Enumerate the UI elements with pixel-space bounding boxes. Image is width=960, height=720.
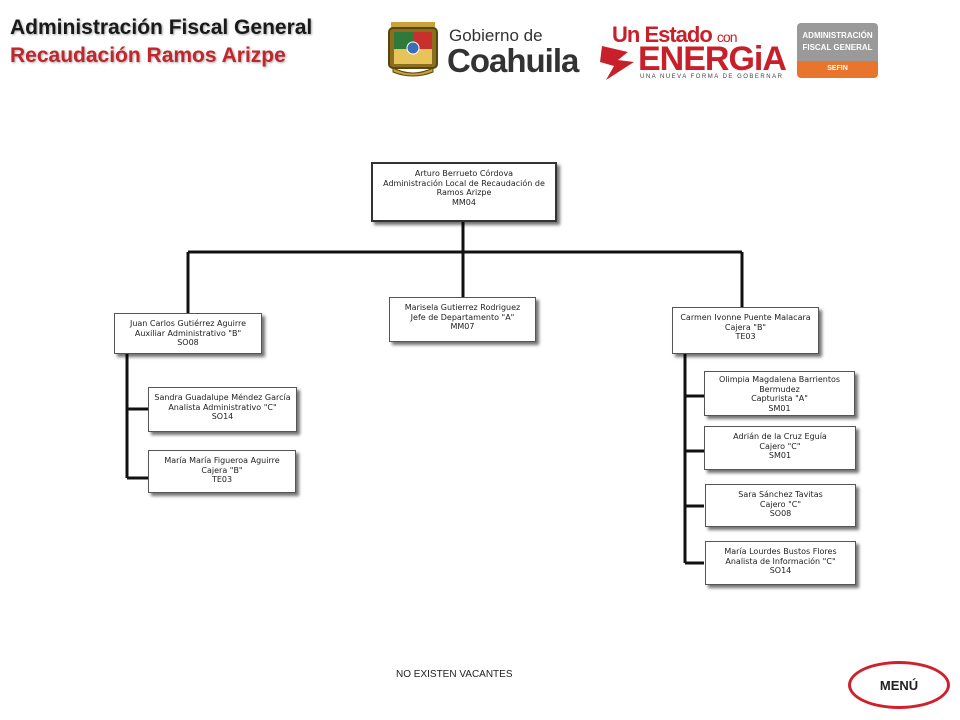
node-name: Adrián de la Cruz Eguía	[733, 432, 827, 441]
coahuila-shield-logo	[388, 22, 438, 77]
gobierno-line1: Gobierno de	[449, 26, 543, 45]
org-node-right-child: Sara Sánchez Tavitas Cajero "C" SO08	[705, 484, 856, 527]
org-node-left-child: Sandra Guadalupe Méndez García Analista …	[148, 387, 297, 432]
estado-energia-logo: Un Estado con ENERGiA UNA NUEVA FORMA DE…	[598, 22, 787, 82]
node-code: SO14	[769, 566, 792, 575]
energia-tagline: UNA NUEVA FORMA DE GOBERNAR	[640, 74, 784, 80]
node-name: Marisela Gutierrez Rodriguez	[404, 303, 521, 312]
node-role: Cajera "B"	[201, 465, 243, 475]
node-name: María María Figueroa Aguirre	[164, 456, 280, 465]
org-node-left-child: María María Figueroa Aguirre Cajera "B" …	[148, 450, 296, 493]
afg-line3: SEFIN	[827, 65, 848, 72]
menu-button[interactable]: MENÚ	[848, 661, 950, 709]
node-code: TE03	[211, 475, 233, 484]
node-code: MM04	[452, 197, 476, 207]
node-role: Auxiliar Administrativo "B"	[134, 328, 242, 338]
node-code: TE03	[735, 332, 756, 341]
node-name: Sara Sánchez Tavitas	[738, 490, 823, 499]
org-node-right-child: Olimpia Magdalena Barrientos Bermudez Ca…	[704, 371, 855, 416]
gobierno-line2: Coahuila	[447, 42, 579, 79]
org-node-center: Marisela Gutierrez Rodriguez Jefe de Dep…	[389, 297, 536, 342]
page-title: Administración Fiscal General	[10, 16, 313, 39]
node-code: SM01	[768, 403, 791, 413]
node-role: Jefe de Departamento "A"	[410, 312, 515, 322]
energia-line2: ENERGiA	[638, 40, 787, 78]
vacancies-note: NO EXISTEN VACANTES	[396, 669, 513, 680]
node-name: Carmen Ivonne Puente Malacara	[680, 313, 811, 322]
node-code: SO08	[769, 509, 792, 518]
energia-line1: Un Estado con	[612, 22, 737, 47]
node-name: Sandra Guadalupe Méndez García	[154, 393, 291, 402]
node-name: Arturo Berrueto Córdova	[414, 169, 514, 178]
afg-sefin-logo: ADMINISTRACIÓN FISCAL GENERAL SEFIN	[797, 23, 878, 78]
energia-bolt-icon	[600, 46, 634, 80]
node-role: Analista de Información "C"	[725, 556, 836, 566]
node-role: Cajero "C"	[759, 441, 801, 451]
afg-line2: FISCAL GENERAL	[802, 43, 873, 52]
node-name: Olimpia Magdalena Barrientos Bermudez	[718, 375, 841, 394]
node-name: Juan Carlos Gutiérrez Aguirre	[129, 319, 247, 328]
org-node-root: Arturo Berrueto Córdova Administración L…	[371, 162, 557, 222]
node-role: Cajera "B"	[724, 322, 767, 332]
node-role: Administración Local de Recaudación de R…	[383, 178, 545, 198]
node-code: SO14	[211, 412, 234, 421]
org-node-right-child: Adrián de la Cruz Eguía Cajero "C" SM01	[704, 426, 856, 470]
node-code: MM07	[450, 322, 475, 331]
node-role: Analista Administrativo "C"	[168, 402, 277, 412]
node-code: SM01	[768, 451, 792, 460]
org-node-right-child: María Lourdes Bustos Flores Analista de …	[705, 541, 856, 585]
gobierno-coahuila-logo: Gobierno de Coahuila	[447, 24, 579, 80]
node-role: Cajero "C"	[759, 499, 802, 509]
afg-line1: ADMINISTRACIÓN	[802, 31, 873, 40]
node-role: Capturista "A"	[751, 394, 808, 403]
node-name: María Lourdes Bustos Flores	[724, 547, 837, 556]
node-code: SO08	[177, 338, 199, 347]
org-node-right: Carmen Ivonne Puente Malacara Cajera "B"…	[672, 307, 819, 354]
org-node-left: Juan Carlos Gutiérrez Aguirre Auxiliar A…	[114, 313, 262, 354]
page-subtitle: Recaudación Ramos Arizpe	[10, 44, 286, 67]
